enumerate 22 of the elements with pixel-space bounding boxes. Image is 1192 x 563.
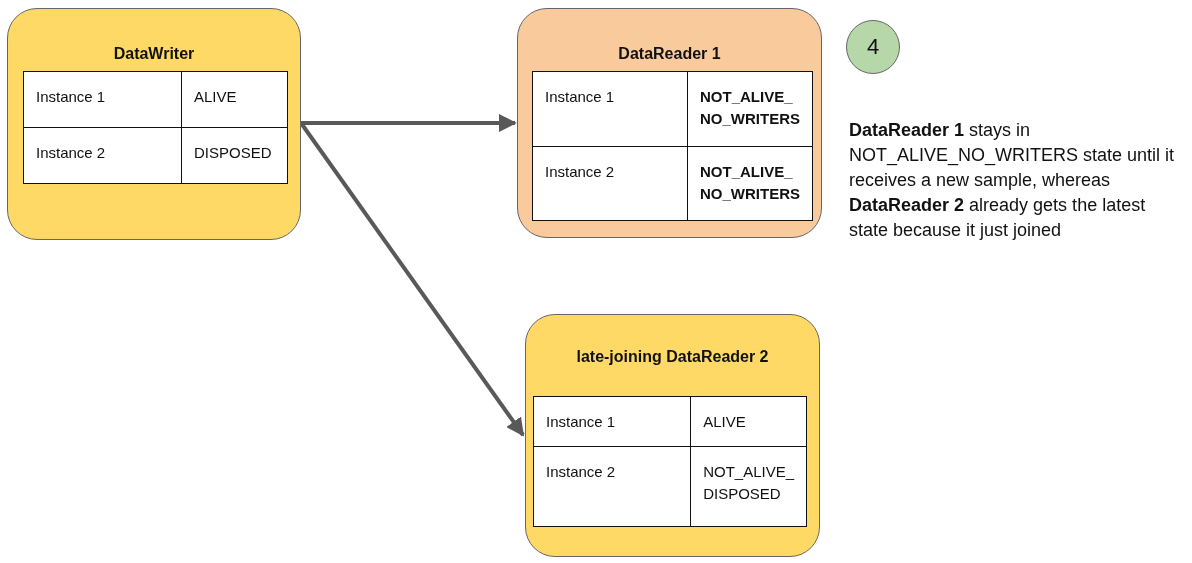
table-cell: NOT_ALIVE_ DISPOSED (690, 446, 807, 527)
rounded-box (525, 314, 820, 557)
table-cell: DISPOSED (181, 127, 288, 184)
box-title: DataReader 1 (617, 45, 722, 63)
step-number-circle (846, 20, 900, 74)
note-text: DataReader 1 stays in NOT_ALIVE_NO_WRITERS state until it receives a new sample, whereas DataReader 2 already gets the latest state because it just joined (849, 119, 1176, 242)
table-cell: ALIVE (690, 396, 807, 447)
step-number: 4 (866, 34, 880, 60)
table-cell: Instance 1 (532, 71, 688, 146)
table-cell: Instance 2 (532, 146, 688, 221)
table-cell: Instance 2 (533, 446, 691, 527)
box-title: late-joining DataReader 2 (575, 348, 770, 366)
arrow (301, 114, 517, 132)
table-cell: NOT_ALIVE_ NO_WRITERS (687, 146, 813, 221)
table-cell: ALIVE (181, 71, 288, 128)
table-cell: Instance 1 (533, 396, 691, 447)
rounded-box (517, 8, 822, 238)
table-cell: NOT_ALIVE_ NO_WRITERS (687, 71, 813, 146)
box-title: DataWriter (112, 45, 196, 63)
rounded-box (7, 8, 301, 240)
table-cell: Instance 2 (23, 127, 182, 184)
table-cell: Instance 1 (23, 71, 182, 128)
